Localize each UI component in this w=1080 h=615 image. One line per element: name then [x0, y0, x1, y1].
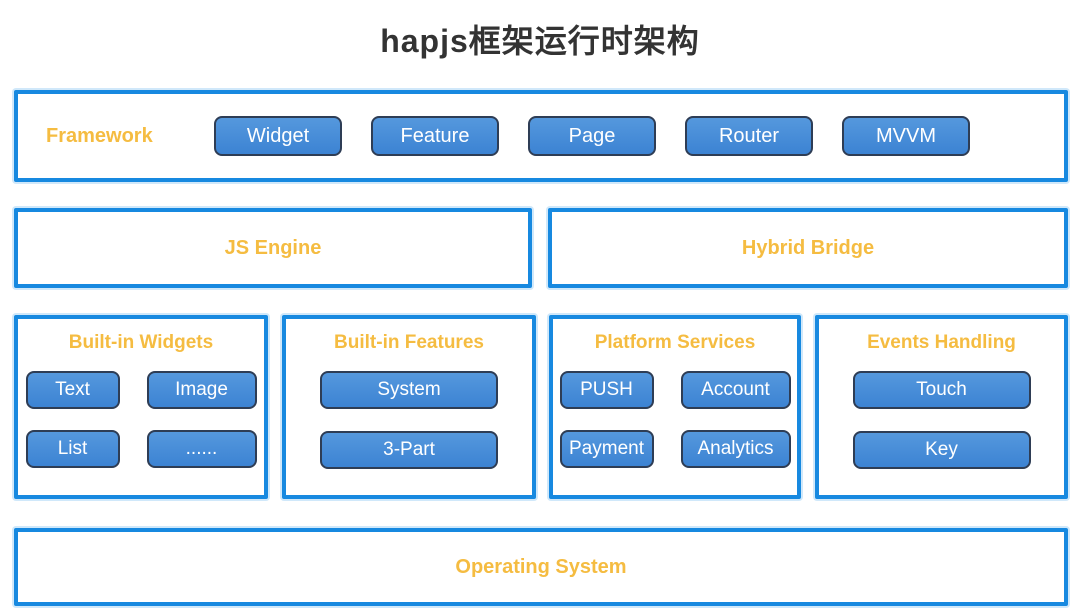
platform-services-group: PUSH Account Payment Analytics — [559, 371, 791, 468]
events-handling-group: Touch Key — [852, 371, 1031, 469]
mvvm-node: MVVM — [842, 116, 970, 156]
diagram-title: hapjs框架运行时架构 — [380, 23, 700, 59]
platform-services-box: Platform Services PUSH Account Payment A… — [549, 315, 801, 499]
widget-node: Widget — [214, 116, 342, 156]
list-node: List — [25, 430, 120, 468]
js-engine-box: JS Engine — [14, 208, 532, 288]
hybrid-bridge-label: Hybrid Bridge — [741, 236, 875, 259]
built-in-features-group: System 3-Part — [320, 371, 498, 469]
system-node: System — [320, 371, 498, 409]
built-in-widgets-group: Text Image List ...... — [25, 371, 257, 468]
router-node: Router — [685, 116, 813, 156]
account-node: Account — [680, 371, 791, 409]
page-node: Page — [528, 116, 656, 156]
built-in-widgets-box: Built-in Widgets Text Image List ...... — [14, 315, 268, 499]
framework-buttons-group: Widget Feature Page Router MVVM — [214, 116, 970, 156]
built-in-widgets-title: Built-in Widgets — [68, 332, 214, 353]
events-handling-box: Events Handling Touch Key — [815, 315, 1068, 499]
push-node: PUSH — [559, 371, 654, 409]
payment-node: Payment — [559, 430, 654, 468]
key-node: Key — [852, 431, 1031, 469]
framework-label: Framework — [46, 124, 153, 147]
ellipsis-node: ...... — [146, 430, 257, 468]
3-part-node: 3-Part — [320, 431, 498, 469]
built-in-features-title: Built-in Features — [334, 332, 484, 353]
operating-system-box: Operating System — [14, 528, 1068, 606]
platform-services-title: Platform Services — [594, 332, 756, 353]
events-handling-title: Events Handling — [867, 332, 1016, 353]
hybrid-bridge-box: Hybrid Bridge — [548, 208, 1068, 288]
js-engine-label: JS Engine — [224, 236, 322, 259]
operating-system-label: Operating System — [455, 555, 627, 578]
built-in-features-box: Built-in Features System 3-Part — [282, 315, 536, 499]
image-node: Image — [146, 371, 257, 409]
framework-layer-box: Framework Widget Feature Page Router MVV… — [14, 90, 1068, 182]
feature-node: Feature — [371, 116, 499, 156]
text-node: Text — [25, 371, 120, 409]
touch-node: Touch — [852, 371, 1031, 409]
analytics-node: Analytics — [680, 430, 791, 468]
